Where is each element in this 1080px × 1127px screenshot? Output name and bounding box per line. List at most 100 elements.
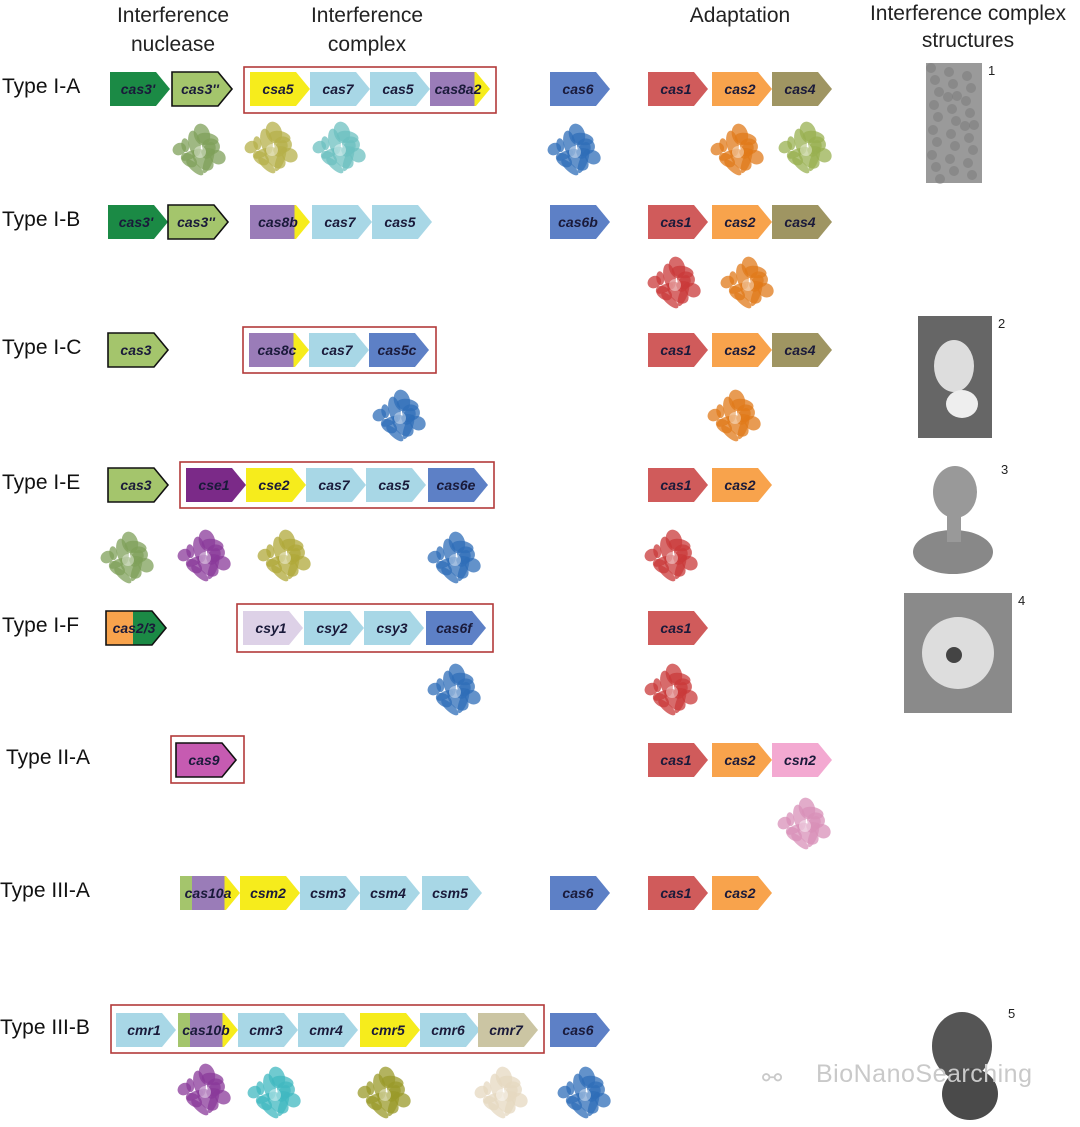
gene-arrow-shape xyxy=(648,611,708,645)
gene-arrow-cas9: cas9 xyxy=(175,742,238,778)
gene-arrow-cas6: cas6 xyxy=(550,1013,610,1047)
gene-arrow-csy1: csy1 xyxy=(243,611,303,645)
gene-label: csm4 xyxy=(370,885,406,901)
gene-arrow-shape xyxy=(167,204,230,240)
gene-label: csn2 xyxy=(784,752,816,768)
gene-label: cas6f xyxy=(436,620,473,636)
gene-arrow-shape xyxy=(105,610,168,646)
protein-structure-image xyxy=(427,531,481,584)
protein-structure-image xyxy=(720,256,774,309)
gene-arrow-shape xyxy=(712,72,772,106)
gene-arrow-shape xyxy=(422,876,482,910)
protein-structure-image xyxy=(644,663,698,716)
gene-arrow-csm3: csm3 xyxy=(300,876,360,910)
em-structure-1 xyxy=(926,63,982,184)
gene-arrow-shape xyxy=(364,611,424,645)
gene-arrow-cas1: cas1 xyxy=(648,205,708,239)
structure-number: 1 xyxy=(988,63,995,78)
row-label-type-i-a: Type I-A xyxy=(2,75,81,98)
gene-arrow-shape xyxy=(550,876,610,910)
gene-label: cas3 xyxy=(120,477,151,493)
em-structure-4 xyxy=(904,593,1012,713)
gene-arrow-shape xyxy=(108,205,168,239)
gene-label: cas8b xyxy=(258,214,298,230)
gene-label: cas4 xyxy=(784,81,815,97)
gene-arrow-shape xyxy=(306,468,366,502)
gene-label: cas3'' xyxy=(181,81,219,97)
gene-arrow-shape xyxy=(712,205,772,239)
interference-complex-box xyxy=(170,735,245,784)
protein-structure-image xyxy=(257,529,311,582)
protein-structure-image xyxy=(177,529,231,582)
gene-arrow-cas23: cas2/3 xyxy=(105,610,168,646)
gene-arrow-cas2: cas2 xyxy=(712,205,772,239)
gene-arrow-cas4: cas4 xyxy=(772,72,832,106)
gene-arrow-shape xyxy=(550,1013,610,1047)
interference-complex-box xyxy=(110,1004,545,1054)
gene-arrow-cas7: cas7 xyxy=(310,72,370,106)
gene-label: cas5 xyxy=(378,477,409,493)
gene-arrow-cmr5: cmr5 xyxy=(360,1013,420,1047)
gene-arrow-shape xyxy=(246,468,306,502)
protein-structure-image xyxy=(372,389,426,442)
gene-arrow-csa5: csa5 xyxy=(250,72,310,106)
gene-label: cas6b xyxy=(558,214,598,230)
gene-arrow-shape xyxy=(238,1013,298,1047)
gene-arrow-cas1: cas1 xyxy=(648,468,708,502)
gene-arrow-cas5: cas5 xyxy=(366,468,426,502)
interference-complex-box xyxy=(242,326,437,374)
gene-arrow-cse1: cse1 xyxy=(186,468,246,502)
gene-label: csy3 xyxy=(376,620,407,636)
gene-arrow-shape xyxy=(550,205,610,239)
gene-arrow-cas6e: cas6e xyxy=(428,468,488,502)
gene-arrow-shape xyxy=(312,205,372,239)
gene-arrow-cas2: cas2 xyxy=(712,72,772,106)
gene-arrow-shape xyxy=(428,468,488,502)
gene-label: csm5 xyxy=(432,885,468,901)
gene-label: csa5 xyxy=(262,81,293,97)
protein-structure-image xyxy=(777,797,831,850)
structure-number: 4 xyxy=(1018,593,1025,608)
gene-label: csy1 xyxy=(255,620,286,636)
gene-label: cas10b xyxy=(182,1022,230,1038)
gene-arrow-cas10a: cas10a xyxy=(180,876,240,910)
em-structure-5 xyxy=(922,1006,1002,1122)
gene-arrow-cas2: cas2 xyxy=(712,743,772,777)
gene-arrow-shape xyxy=(243,611,303,645)
gene-arrow-shape xyxy=(107,467,170,503)
protein-structure-image xyxy=(778,121,832,174)
gene-label: cse1 xyxy=(198,477,229,493)
gene-arrow-cas7: cas7 xyxy=(312,205,372,239)
gene-arrow-cas6: cas6 xyxy=(550,876,610,910)
gene-arrow-shape xyxy=(772,743,832,777)
gene-arrow-csm5: csm5 xyxy=(422,876,482,910)
row-label-type-iii-a: Type III-A xyxy=(0,879,90,902)
gene-arrow-cas2: cas2 xyxy=(712,333,772,367)
header-interference-nuclease: Interference nuclease xyxy=(116,4,230,56)
gene-label: cas7 xyxy=(318,477,350,493)
gene-arrow-shape xyxy=(110,72,170,106)
gene-arrow-cas10b: cas10b xyxy=(178,1013,238,1047)
gene-arrow-shape xyxy=(370,72,430,106)
gene-label: cas1 xyxy=(660,81,691,97)
gene-arrow-shape xyxy=(171,71,234,107)
gene-label: cas1 xyxy=(660,752,691,768)
row-label-type-iii-b: Type III-B xyxy=(0,1016,90,1039)
gene-label: cmr1 xyxy=(127,1022,161,1038)
gene-arrow-csn2: csn2 xyxy=(772,743,832,777)
gene-label: cas7 xyxy=(321,342,353,358)
gene-arrow-cas6: cas6 xyxy=(550,72,610,106)
gene-arrow-shape xyxy=(309,333,369,367)
gene-label: cmr4 xyxy=(309,1022,343,1038)
gene-arrow-cas1: cas1 xyxy=(648,333,708,367)
header-adaptation: Adaptation xyxy=(689,4,791,27)
interference-complex-box xyxy=(243,66,497,114)
gene-arrow-cas3: cas3 xyxy=(107,467,170,503)
gene-arrow-shape xyxy=(366,468,426,502)
gene-arrow-shape xyxy=(369,333,429,367)
gene-label: cas8a2 xyxy=(435,81,482,97)
gene-label: cas1 xyxy=(660,477,691,493)
gene-arrow-cas4: cas4 xyxy=(772,205,832,239)
gene-arrow-cas2: cas2 xyxy=(712,876,772,910)
